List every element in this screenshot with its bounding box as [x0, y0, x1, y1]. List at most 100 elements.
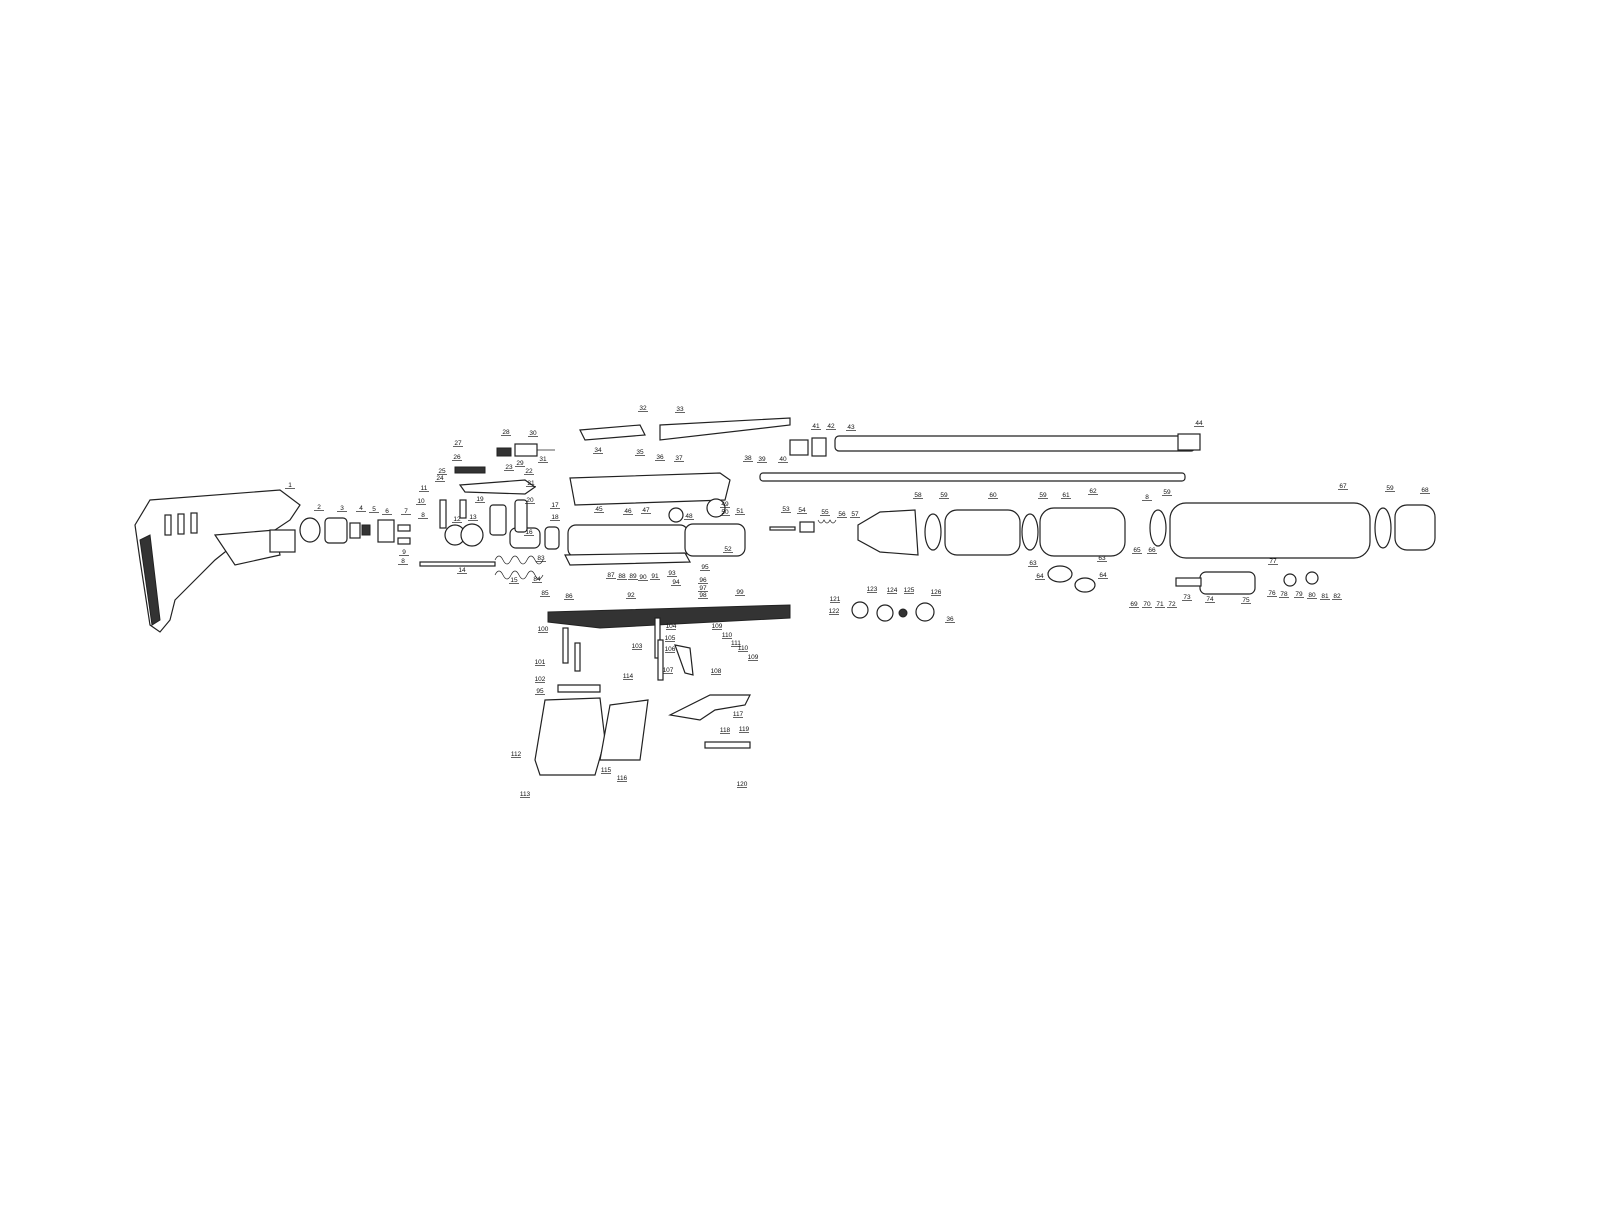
- part-label: 67: [1339, 483, 1347, 490]
- part-label: 78: [1280, 591, 1288, 598]
- part-label: 7: [404, 508, 408, 515]
- part-label: 59: [1039, 492, 1047, 499]
- part-label: 61: [1062, 492, 1070, 499]
- part-label: 84: [533, 576, 541, 583]
- part-label: 57: [851, 511, 859, 518]
- part-label: 29: [516, 460, 524, 467]
- part-label: 54: [798, 507, 806, 514]
- part-label: 85: [541, 590, 549, 597]
- part-label: 97: [699, 585, 707, 592]
- part-label: 114: [623, 673, 634, 680]
- part-label: 19: [476, 496, 484, 503]
- part-label: 86: [565, 593, 573, 600]
- part-label: 96: [699, 577, 707, 584]
- part-label: 18: [551, 514, 559, 521]
- part-label: 8: [1145, 494, 1149, 501]
- part-label: 59: [1386, 485, 1394, 492]
- part-label: 14: [458, 567, 466, 574]
- part-label: 71: [1156, 601, 1164, 608]
- part-label: 91: [651, 573, 659, 580]
- part-label: 88: [618, 573, 626, 580]
- part-label: 95: [536, 688, 544, 695]
- part-label: 33: [676, 406, 684, 413]
- part-label: 81: [1321, 593, 1329, 600]
- part-label: 70: [1143, 601, 1151, 608]
- part-label: 25: [438, 468, 446, 475]
- part-label: 35: [636, 449, 644, 456]
- receiver: [567, 472, 746, 558]
- part-label: 90: [639, 574, 647, 581]
- part-label: 68: [1421, 487, 1429, 494]
- part-label: 44: [1195, 420, 1203, 427]
- part-label: 9: [402, 549, 406, 556]
- part-label: 64: [1036, 573, 1044, 580]
- part-label: 30: [529, 430, 537, 437]
- part-label: 59: [1163, 489, 1171, 496]
- part-label: 15: [510, 577, 518, 584]
- part-label: 63: [1098, 555, 1106, 562]
- part-label: 64: [1099, 572, 1107, 579]
- part-label: 20: [526, 497, 534, 504]
- part-label: 65: [1133, 547, 1141, 554]
- stock: [134, 489, 301, 633]
- part-label: 82: [1333, 593, 1341, 600]
- part-label: 73: [1183, 594, 1191, 601]
- part-label: 32: [639, 405, 647, 412]
- part-label: 59: [940, 492, 948, 499]
- buttstock-parts: [299, 517, 560, 580]
- part-label: 36: [946, 616, 954, 623]
- part-label: 123: [867, 586, 878, 593]
- part-label: 53: [782, 506, 790, 513]
- part-label: 77: [1269, 558, 1277, 565]
- part-label: 92: [627, 592, 635, 599]
- part-label: 118: [720, 727, 731, 734]
- part-label: 83: [537, 555, 545, 562]
- part-label: 24: [436, 475, 444, 482]
- air-cylinder-parts: [799, 502, 1436, 595]
- part-label: 46: [624, 508, 632, 515]
- part-label: 124: [887, 587, 898, 594]
- part-label: 27: [454, 440, 462, 447]
- part-label: 107: [663, 667, 674, 674]
- part-label: 39: [758, 456, 766, 463]
- part-label: 17: [551, 502, 559, 509]
- scope-rails: [579, 417, 791, 441]
- part-label: 104: [666, 623, 677, 630]
- part-label: 5: [372, 506, 376, 513]
- part-label: 102: [535, 676, 546, 683]
- part-label: 62: [1089, 488, 1097, 495]
- part-label: 120: [737, 781, 748, 788]
- part-label: 43: [847, 424, 855, 431]
- part-label: 58: [914, 492, 922, 499]
- part-label: 8: [401, 558, 405, 565]
- part-label: 1: [288, 482, 292, 489]
- part-label: 41: [812, 423, 820, 430]
- part-label: 13: [469, 514, 477, 521]
- part-label: 126: [931, 589, 942, 596]
- part-label: 109: [748, 654, 759, 661]
- part-label: 80: [1308, 592, 1316, 599]
- part-label: 111: [731, 640, 741, 647]
- part-label: 51: [736, 508, 744, 515]
- part-label: 109: [712, 623, 723, 630]
- part-label: 76: [1268, 590, 1276, 597]
- part-label: 74: [1206, 596, 1214, 603]
- part-label: 116: [617, 775, 628, 782]
- part-label: 79: [1295, 591, 1303, 598]
- part-label: 52: [724, 546, 732, 553]
- part-label: 8: [421, 512, 425, 519]
- part-label: 28: [502, 429, 510, 436]
- part-label: 42: [827, 423, 835, 430]
- part-label: 108: [711, 668, 722, 675]
- part-label: 40: [779, 456, 787, 463]
- part-label: 48: [685, 513, 693, 520]
- part-label: 115: [601, 767, 612, 774]
- part-label: 122: [829, 608, 840, 615]
- part-label: 49: [721, 501, 729, 508]
- part-label: 103: [632, 643, 643, 650]
- part-label: 60: [989, 492, 997, 499]
- part-label: 66: [1148, 547, 1156, 554]
- part-label: 23: [505, 464, 513, 471]
- cocking-parts: [439, 443, 555, 536]
